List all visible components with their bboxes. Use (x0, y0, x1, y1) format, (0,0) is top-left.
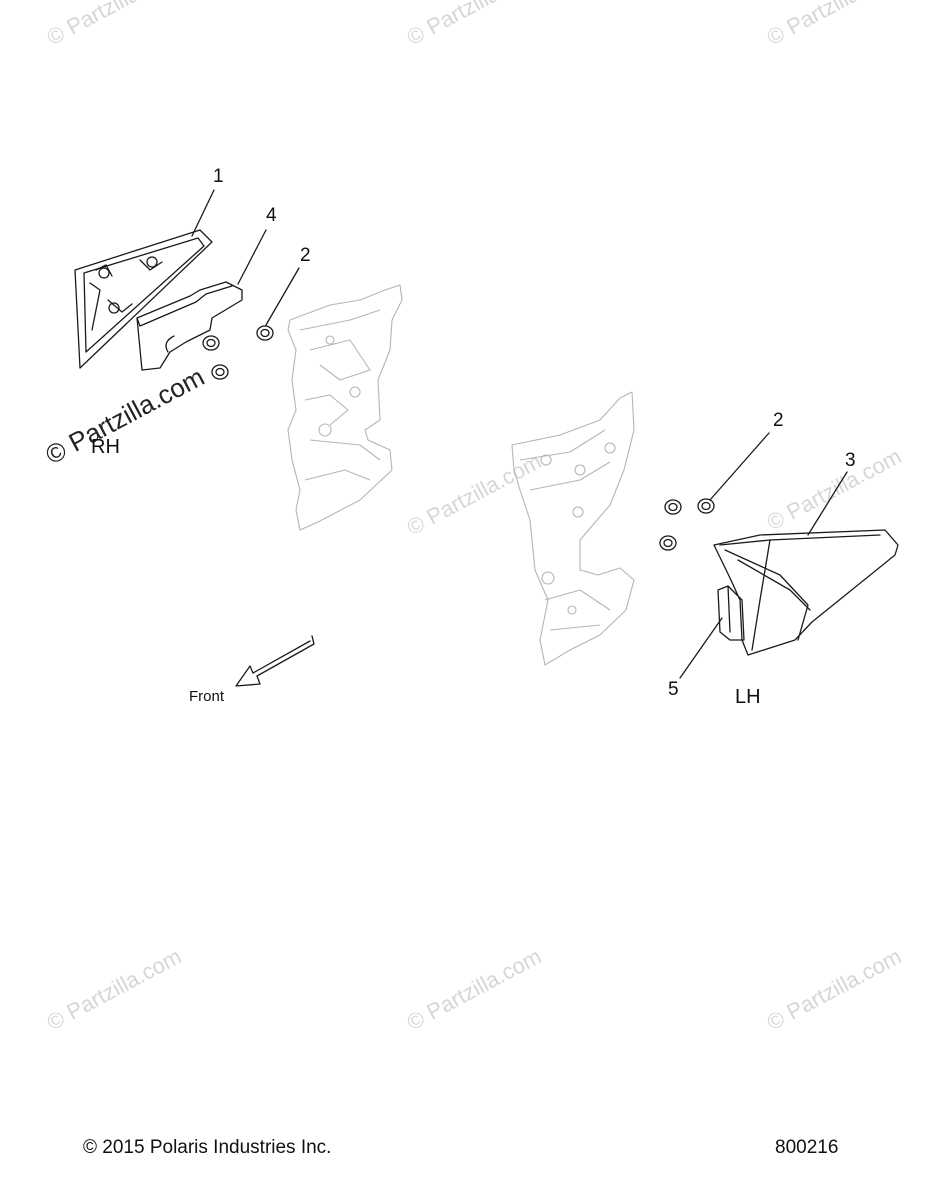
callout-leader (191, 189, 215, 237)
rh-grommets (202, 325, 274, 380)
callout-4: 4 (266, 205, 277, 226)
callout-leader (679, 617, 723, 679)
lh-foam (717, 585, 745, 641)
callout-leader (709, 432, 770, 501)
rh-side-panel (74, 229, 213, 369)
front-arrow-icon (235, 635, 315, 687)
lh-grommets (659, 498, 715, 551)
front-label: Front (189, 688, 225, 705)
callout-3: 3 (845, 450, 856, 471)
callout-2-lh: 2 (773, 410, 784, 431)
callout-2-rh: 2 (300, 245, 311, 266)
callout-1: 1 (213, 166, 224, 187)
diagram-id: 800216 (775, 1137, 839, 1158)
callout-5: 5 (668, 679, 679, 700)
rh-frame (287, 284, 403, 531)
lh-side-panel (713, 529, 899, 656)
lh-label: LH (735, 686, 761, 708)
callout-leader (265, 267, 300, 326)
callout-leader (807, 471, 848, 536)
copyright-text: © 2015 Polaris Industries Inc. (83, 1137, 332, 1158)
rh-label: RH (91, 436, 120, 458)
lh-frame (511, 391, 635, 666)
callout-leader (237, 229, 267, 285)
foam-block (136, 281, 243, 371)
